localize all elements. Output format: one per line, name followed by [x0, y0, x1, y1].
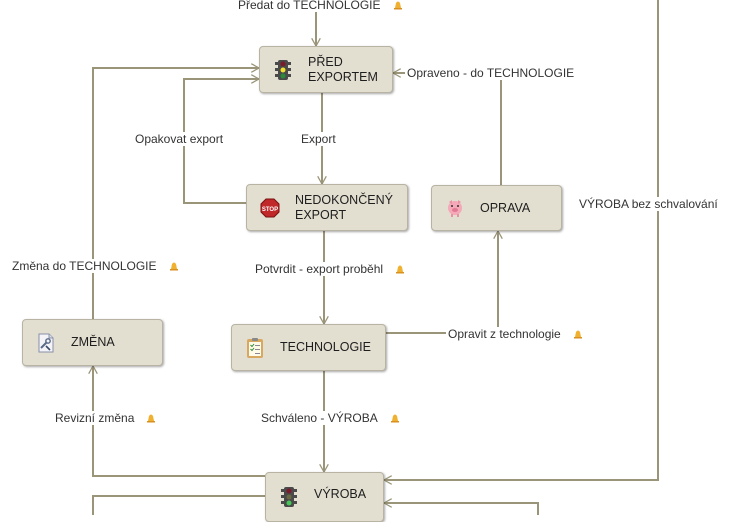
node-label: ZMĚNA [71, 335, 115, 349]
node-label: EXPORT [295, 207, 347, 222]
edge-zmena-do-technologie [92, 68, 259, 319]
document-wrench-icon [35, 332, 57, 354]
node-oprava[interactable]: OPRAVA [431, 185, 562, 231]
node-label: TECHNOLOGIE [280, 340, 371, 354]
svg-text:STOP: STOP [262, 207, 278, 213]
node-label: NEDOKONČENÝ [295, 192, 393, 207]
edge-label-predat[interactable]: Předat do TECHNOLOGIE [236, 0, 405, 12]
node-zmena[interactable]: ZMĚNA [22, 319, 163, 366]
edge-label-potvrdit[interactable]: Potvrdit - export proběhl [253, 262, 408, 276]
bell-icon [396, 265, 405, 274]
node-label: EXPORTEM [308, 69, 378, 84]
stop-sign-icon: STOP [259, 197, 281, 219]
pig-icon [444, 197, 466, 219]
edge-label-vyroba-bez[interactable]: VÝROBA bez schvalování [577, 197, 720, 211]
traffic-light-icon [278, 486, 300, 508]
node-label: VÝROBA [314, 486, 367, 501]
node-vyroba[interactable]: VÝROBA [265, 472, 384, 522]
edge-lower-left [92, 495, 265, 515]
bell-icon [393, 1, 402, 10]
bell-icon [147, 414, 156, 423]
edge-label-revizni[interactable]: Revizní změna [53, 411, 159, 425]
edge-label-opakovat[interactable]: Opakovat export [133, 132, 226, 146]
bell-icon [169, 262, 178, 271]
edge-revizni-zmena [93, 366, 265, 477]
edge-label-opravit[interactable]: Opravit z technologie [446, 327, 585, 341]
bell-icon [573, 330, 582, 339]
edge-label-export[interactable]: Export [299, 132, 338, 146]
edge-vyroba-bez-schvalovani [384, 0, 659, 480]
edge-label-schvaleno[interactable]: Schváleno - VÝROBA [259, 411, 402, 425]
clipboard-icon [244, 337, 266, 359]
node-technologie[interactable]: TECHNOLOGIE [231, 324, 386, 371]
edge-opravit-z-technologie [386, 231, 498, 334]
edge-label-zmena-do[interactable]: Změna do TECHNOLOGIE [10, 259, 181, 273]
node-label: OPRAVA [480, 200, 531, 215]
bell-icon [390, 414, 399, 423]
traffic-light-icon [272, 59, 294, 81]
edge-label-opraveno[interactable]: Opraveno - do TECHNOLOGIE [405, 66, 577, 80]
node-label: PŘED [308, 54, 343, 69]
edge-opraveno [393, 73, 502, 185]
edge-lower-right [384, 503, 539, 515]
